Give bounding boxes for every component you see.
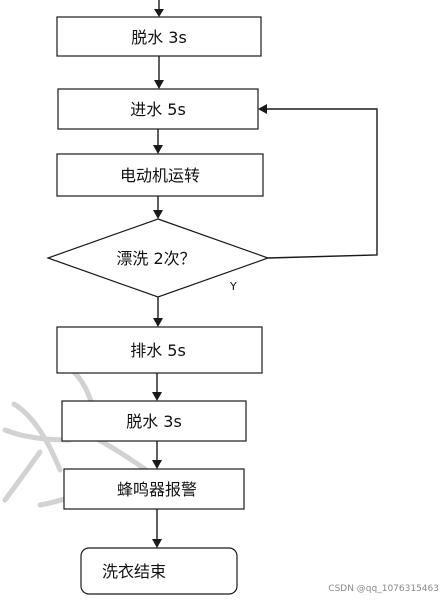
arrowhead-4-5 <box>152 392 162 401</box>
step-buzzer-label: 蜂鸣器报警 <box>117 480 197 499</box>
arrowhead-3-decision <box>153 210 163 219</box>
step-buzzer <box>63 468 245 510</box>
arrowhead-1-2 <box>154 80 164 89</box>
step-water-in-label: 进水 5s <box>130 100 186 119</box>
watermark-credit: CSDN @qq_1076315463 <box>328 584 439 594</box>
arrowhead-5-6 <box>152 460 162 469</box>
arrowhead-2-3 <box>153 145 163 154</box>
step-drain-label: 排水 5s <box>130 341 186 360</box>
step-spin-dry-2-label: 脱水 3s <box>126 412 182 431</box>
loop-back-connector <box>265 108 378 259</box>
incoming-arrowhead <box>154 9 164 17</box>
step-drain <box>56 326 263 374</box>
decision-rinse-count-label: 漂洗 2次？ <box>116 249 195 268</box>
step-finish <box>80 547 238 595</box>
arrowhead-decision-4 <box>153 318 163 327</box>
step-motor-run-label: 电动机运转 <box>120 166 200 185</box>
step-spin-dry-1-label: 脱水 3s <box>131 28 187 47</box>
arrowhead-6-7 <box>152 539 162 548</box>
step-motor-run <box>56 153 264 197</box>
loop-back-arrowhead <box>258 104 267 114</box>
step-finish-label: 洗衣结束 <box>102 562 166 581</box>
branch-yes-label: Y <box>229 280 237 293</box>
step-spin-dry-2 <box>61 400 247 442</box>
